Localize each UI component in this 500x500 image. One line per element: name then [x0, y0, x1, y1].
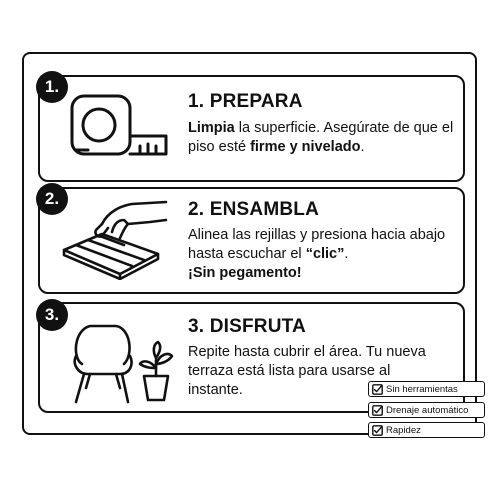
- step-description: Limpia la superficie. Asegúrate de que e…: [188, 120, 454, 155]
- step-title: 3. DISFRUTA: [188, 316, 306, 337]
- armchair-and-plant-icon: [66, 320, 176, 406]
- step-title: 1. PREPARA: [188, 91, 303, 112]
- feature-tag-drenaje: Drenaje automático: [368, 402, 485, 418]
- outer-frame: [22, 52, 477, 435]
- feature-tag-label: Drenaje automático: [386, 404, 469, 416]
- feature-tag-rapidez: Rapidez: [368, 422, 485, 438]
- step-number-badge: 2.: [36, 183, 68, 215]
- step-number-badge: 3.: [36, 299, 68, 331]
- step-number-badge: 1.: [36, 71, 68, 103]
- checkbox-icon: [372, 424, 383, 436]
- step-card-prepara: [38, 75, 465, 182]
- step-title: 2. ENSAMBLA: [188, 199, 319, 220]
- feature-tag-label: Rapidez: [386, 424, 421, 436]
- checkbox-icon: [372, 383, 383, 395]
- hand-pressing-tiles-icon: [62, 198, 170, 281]
- feature-tag-label: Sin herramientas: [386, 383, 458, 395]
- feature-tag-sin-herramientas: Sin herramientas: [368, 381, 485, 397]
- step-description: Repite hasta cubrir el área. Tu nueva te…: [188, 344, 426, 398]
- step-description: Alinea las rejillas y presiona hacia aba…: [188, 227, 446, 281]
- checkbox-icon: [372, 404, 383, 416]
- tape-measure-icon: [68, 92, 168, 162]
